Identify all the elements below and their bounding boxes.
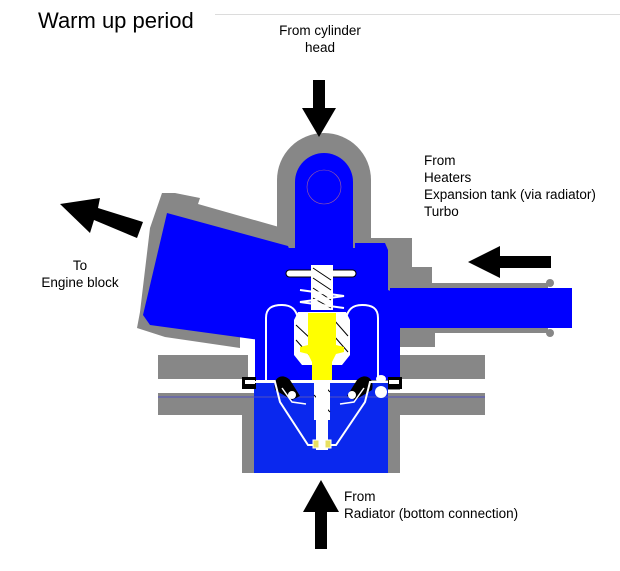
label-line: Turbo	[424, 204, 459, 219]
heaters-coolant	[390, 288, 572, 328]
label-to-engine-block: To Engine block	[30, 257, 130, 291]
page-title: Warm up period	[38, 8, 194, 33]
label-line: Engine block	[41, 275, 119, 290]
lower-wall-left	[242, 393, 254, 473]
pipe-bead-bottom	[546, 329, 554, 337]
lower-wall-right	[388, 393, 400, 473]
label-line: Radiator (bottom connection)	[344, 506, 519, 521]
label-line: From	[344, 489, 376, 504]
label-line: head	[304, 40, 336, 55]
valve-solids	[285, 265, 387, 450]
lower-flange-right	[400, 393, 485, 415]
label-line: Heaters	[424, 170, 472, 185]
label-from-heaters: From Heaters Expansion tank (via radiato…	[424, 152, 596, 220]
check-ball-left	[288, 391, 296, 399]
label-from-cylinder-head: From cylinder head	[268, 22, 372, 56]
guide-right	[324, 439, 332, 449]
flow-arrows	[60, 80, 551, 549]
label-line: From	[424, 153, 456, 168]
spindle-hatch	[312, 267, 332, 309]
arrow-from-heaters-icon	[468, 246, 551, 278]
coolant-flow	[143, 153, 572, 473]
upper-flange-right	[400, 355, 485, 379]
diaphragm	[281, 387, 365, 405]
seals	[242, 376, 402, 400]
jiggle-valve-top	[376, 375, 386, 383]
frame-right	[345, 303, 379, 380]
return-spring	[299, 289, 345, 309]
header-divider	[215, 14, 620, 15]
label-line: From cylinder	[279, 23, 361, 38]
wax-element	[300, 313, 344, 380]
arrow-to-engine-block-icon	[60, 198, 143, 238]
upper-flange-left	[158, 355, 248, 379]
guide-left	[312, 439, 320, 449]
arrow-from-cylinder-head-icon	[302, 80, 336, 137]
check-ball-right	[348, 391, 356, 399]
arrow-from-radiator-icon	[303, 480, 339, 549]
jiggle-valve-bottom	[375, 386, 387, 398]
cylinder-head-port	[306, 169, 342, 205]
frame-left	[265, 303, 299, 380]
dome-coolant	[295, 153, 353, 250]
plunger	[316, 380, 328, 450]
label-line: Expansion tank (via radiator)	[424, 187, 596, 202]
lower-flange-left	[158, 393, 248, 415]
engine-block-coolant	[143, 213, 292, 340]
label-line: To	[72, 258, 88, 273]
pipe-bead-top	[546, 279, 554, 287]
label-from-radiator: From Radiator (bottom connection)	[344, 488, 518, 522]
